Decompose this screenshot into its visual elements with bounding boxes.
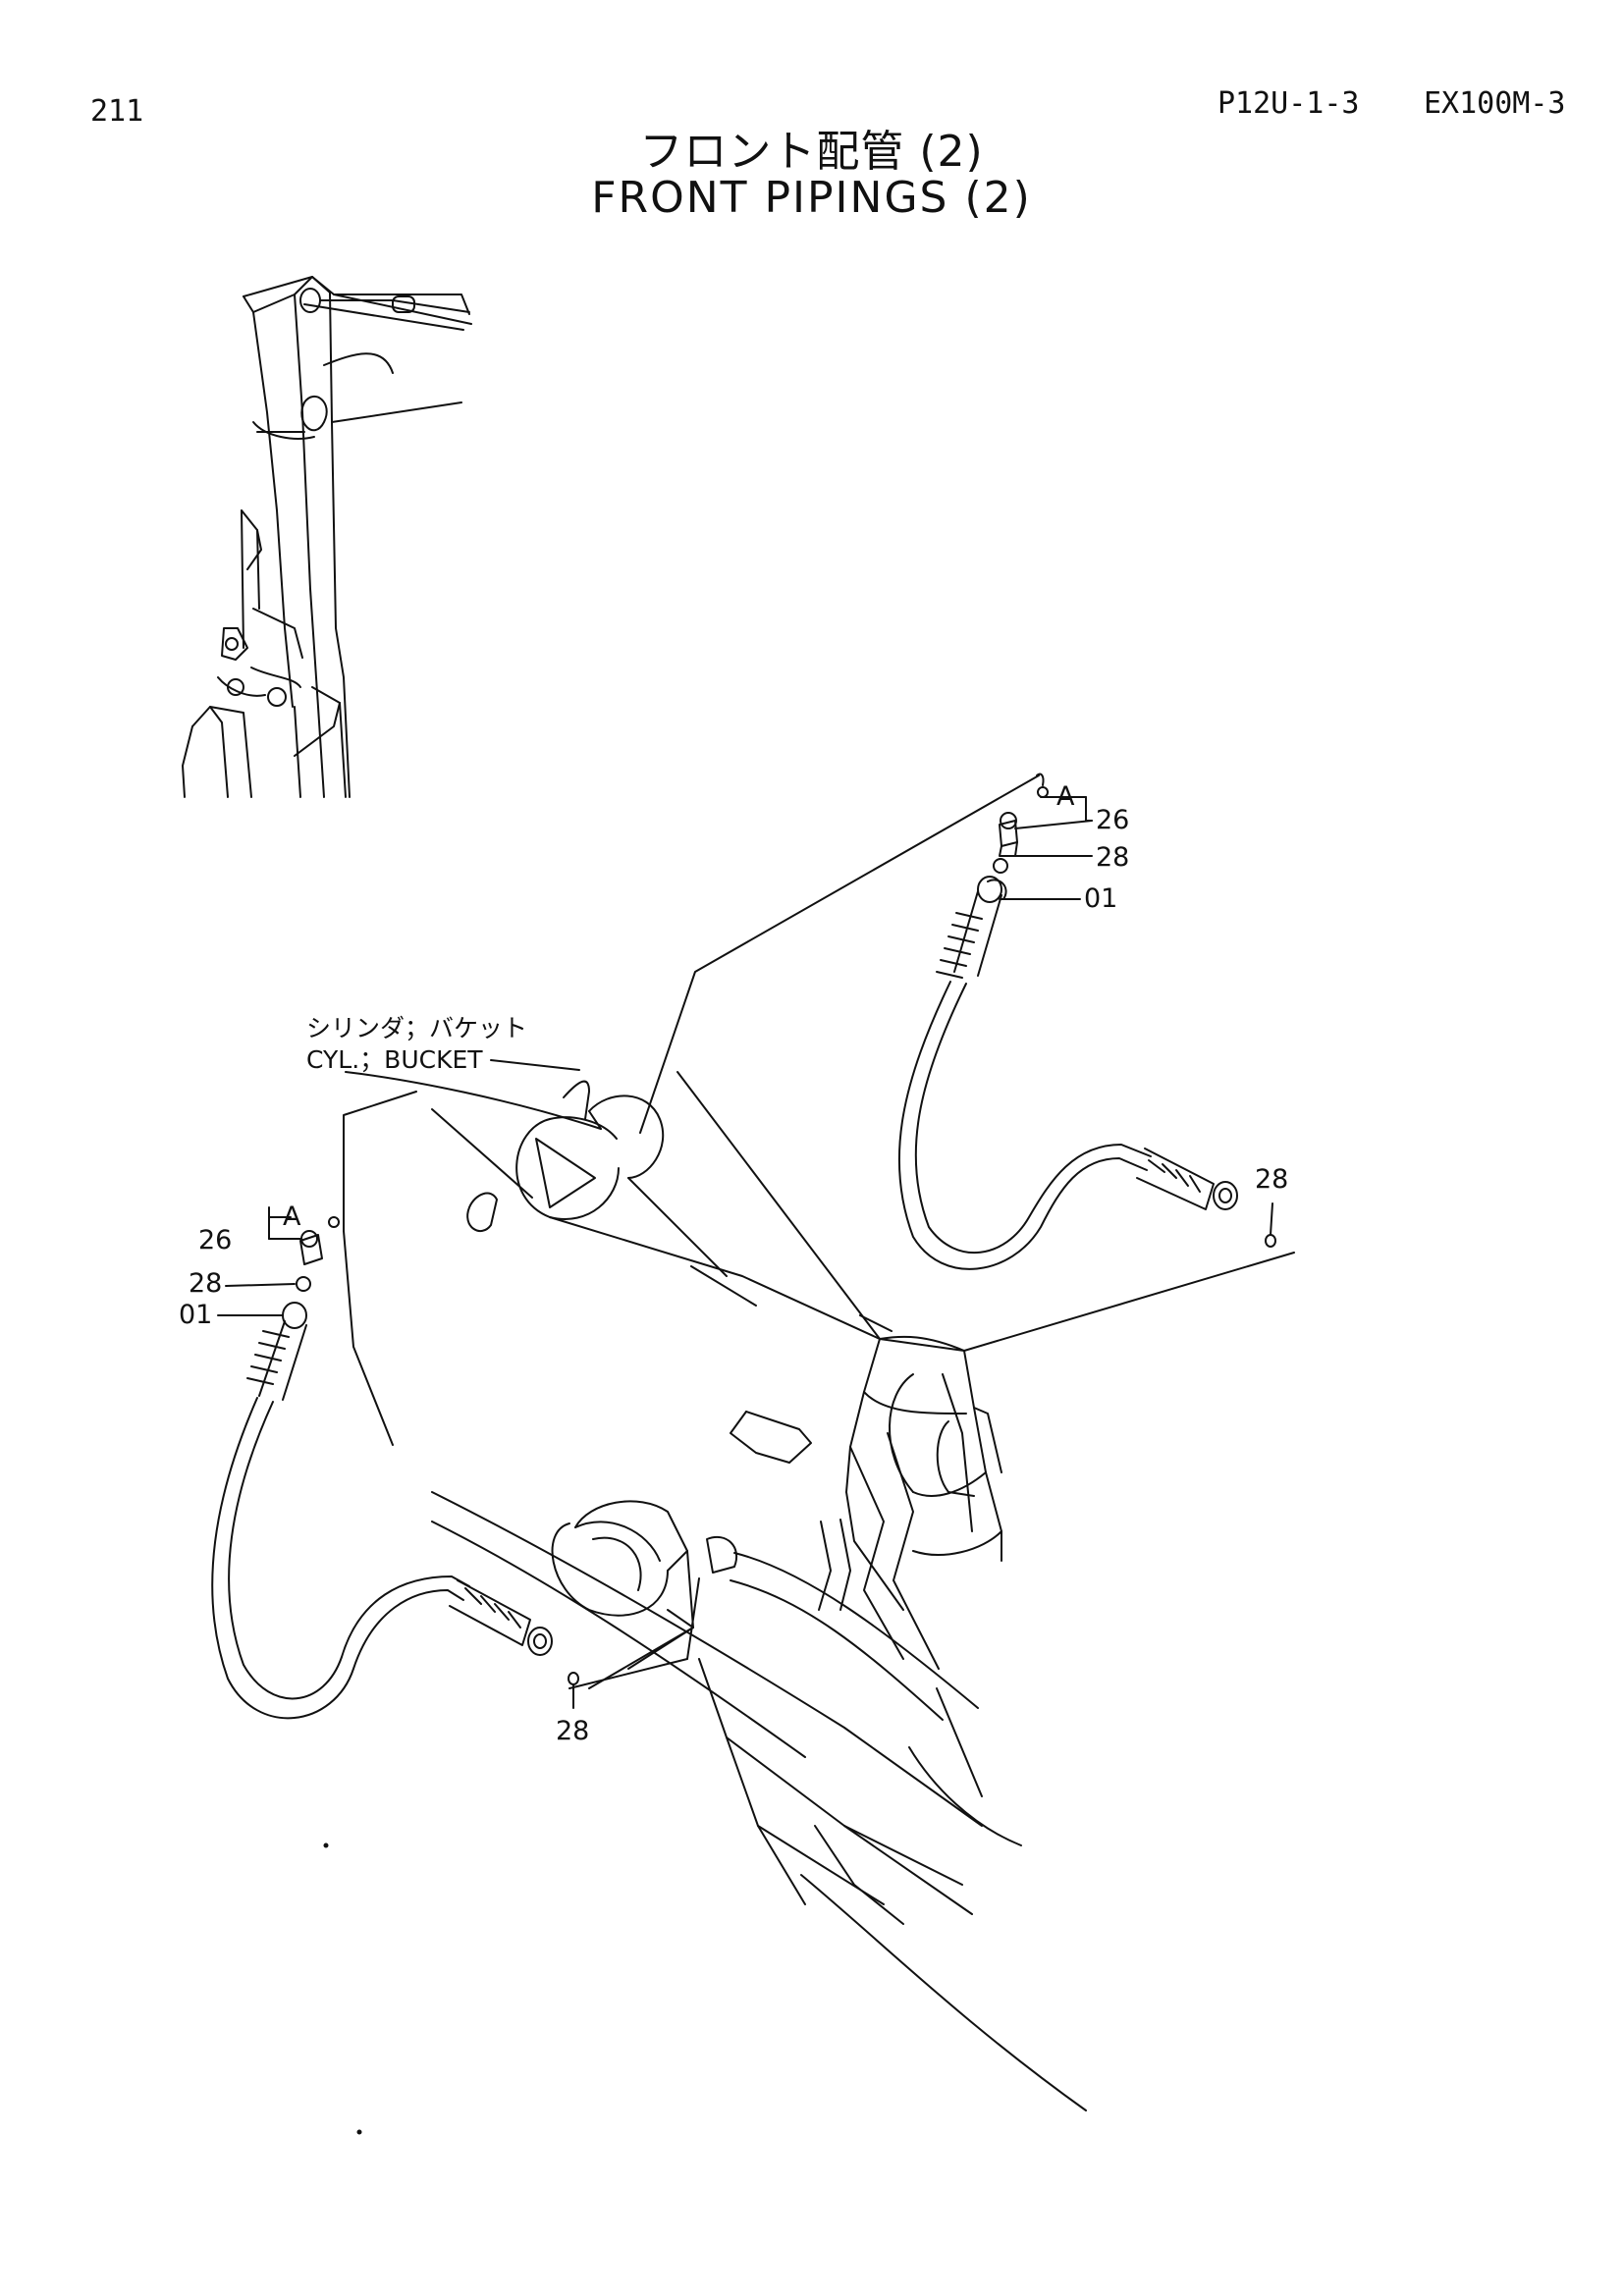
model-code: EX100M-3 — [1424, 86, 1566, 121]
component-label-japanese: シリンダ；バケット — [306, 1014, 528, 1042]
inset-overview-arm — [183, 277, 471, 797]
figure-code: P12U-1-3 — [1217, 86, 1360, 121]
right-hose-callout: 01 — [1084, 883, 1118, 914]
cylinder-port-hose — [819, 1433, 939, 1669]
right-oring-callout: 28 — [1096, 842, 1130, 873]
left-hose-assembly — [212, 1207, 578, 1718]
right-oring-end-callout: 28 — [1255, 1164, 1289, 1195]
left-detail-a-label: A — [283, 1201, 301, 1232]
right-hose-assembly — [899, 774, 1275, 1268]
left-hose-callout: 01 — [179, 1300, 213, 1330]
component-label-english: CYL.；BUCKET — [306, 1045, 483, 1074]
bucket-cylinder-housing — [346, 1060, 1086, 2110]
page-number: 211 — [90, 94, 144, 129]
right-detail-a-label: A — [1056, 781, 1075, 812]
page-title-english: FRONT PIPINGS (2) — [591, 173, 1032, 223]
leader-lines — [344, 775, 1294, 1688]
left-oring-end-callout: 28 — [556, 1716, 590, 1746]
right-fitting-callout: 26 — [1096, 805, 1130, 835]
left-oring-callout: 28 — [189, 1268, 223, 1299]
left-fitting-callout: 26 — [198, 1225, 233, 1255]
page-title-japanese: フロント配管 (2) — [639, 127, 984, 177]
cylinder-rod-eye — [553, 1501, 978, 1720]
